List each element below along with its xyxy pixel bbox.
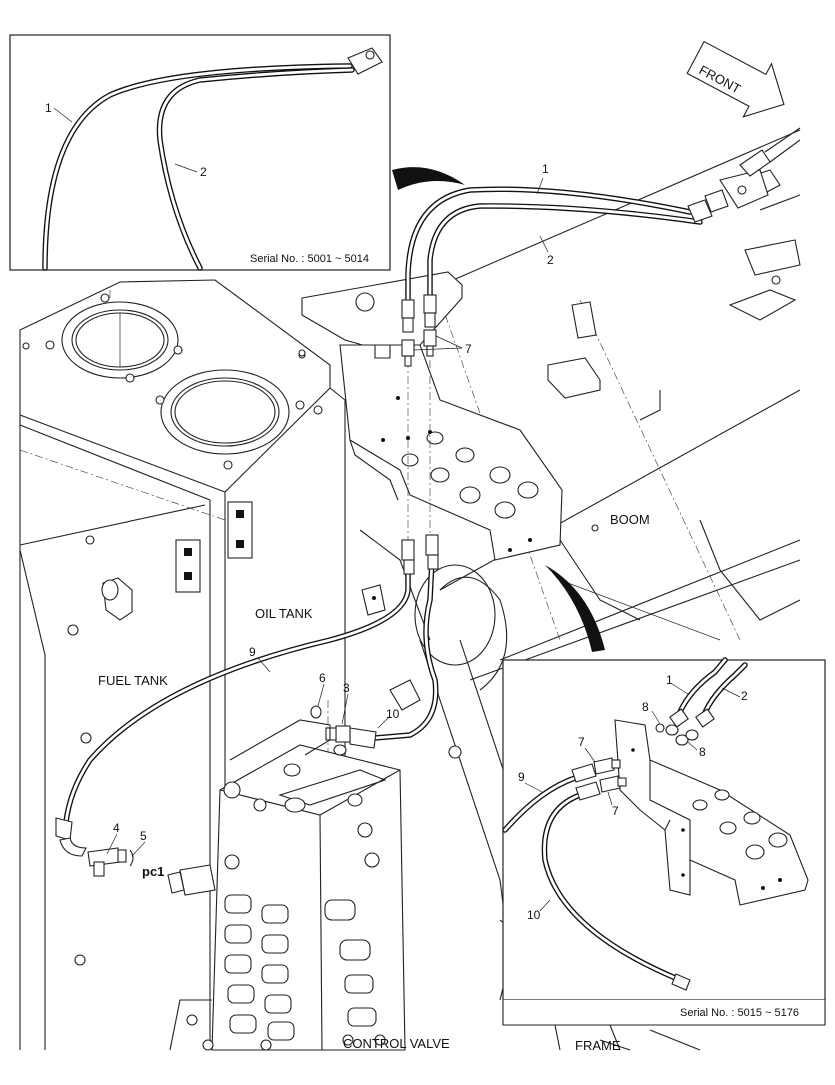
callout-3: 3: [343, 681, 350, 695]
inset-bottom-callout-7b: 7: [612, 804, 619, 818]
main-callouts: 1 2 7 9 10 6 3 4 5: [106, 162, 554, 857]
hose-fittings-main: [55, 127, 801, 877]
boom-label: BOOM: [610, 512, 650, 527]
view-arrow-top: [392, 167, 465, 190]
mounting-bracket: [301, 271, 563, 561]
inset-top-callout-1: 1: [45, 101, 52, 115]
control-valve-label: CONTROL VALVE: [343, 1036, 450, 1051]
inset-bottom-right: 1 2 8 8 7 7 9 10 Serial No. : 5015 ~ 517…: [502, 657, 826, 1001]
inset-top-left: 1 2 Serial No. : 5001 ~ 5014: [9, 34, 391, 271]
inset-bottom-callout-8b: 8: [699, 745, 706, 759]
frame-label: FRAME: [575, 1038, 621, 1053]
callout-4: 4: [113, 821, 120, 835]
fuel-tank-body: [19, 420, 253, 1050]
inset-top-serial: Serial No. : 5001 ~ 5014: [250, 253, 369, 265]
callout-5: 5: [140, 829, 147, 843]
inset-bottom-callout-8a: 8: [642, 700, 649, 714]
callout-7: 7: [465, 342, 472, 356]
frame-parts: [361, 584, 701, 1051]
pc1-label: pc1: [142, 864, 164, 879]
inset-bottom-serial-text: Serial No. : 5015 ~ 5176: [680, 1007, 799, 1019]
inset-bottom-callout-2: 2: [741, 689, 748, 703]
callout-1: 1: [542, 162, 549, 176]
hose-10: [372, 557, 439, 741]
hose-1: [405, 186, 693, 303]
oil-tank-body: [19, 279, 346, 1050]
hose-2: [427, 203, 703, 303]
control-valve: [167, 719, 406, 1051]
fuel-tank-label: FUEL TANK: [98, 673, 168, 688]
inset-top-callout-2: 2: [200, 165, 207, 179]
inset-bottom-callout-10: 10: [527, 908, 541, 922]
callout-2: 2: [547, 253, 554, 267]
front-arrow: FRONT: [686, 40, 785, 118]
hose-9: [63, 557, 411, 825]
oil-tank-label: OIL TANK: [255, 606, 313, 621]
callout-10: 10: [386, 707, 400, 721]
callout-6: 6: [319, 671, 326, 685]
inset-bottom-callout-1: 1: [666, 673, 673, 687]
inset-bottom-callout-7a: 7: [578, 735, 585, 749]
view-arrow-bottom: [545, 565, 605, 652]
callout-9: 9: [249, 645, 256, 659]
inset-bottom-callout-9: 9: [518, 770, 525, 784]
